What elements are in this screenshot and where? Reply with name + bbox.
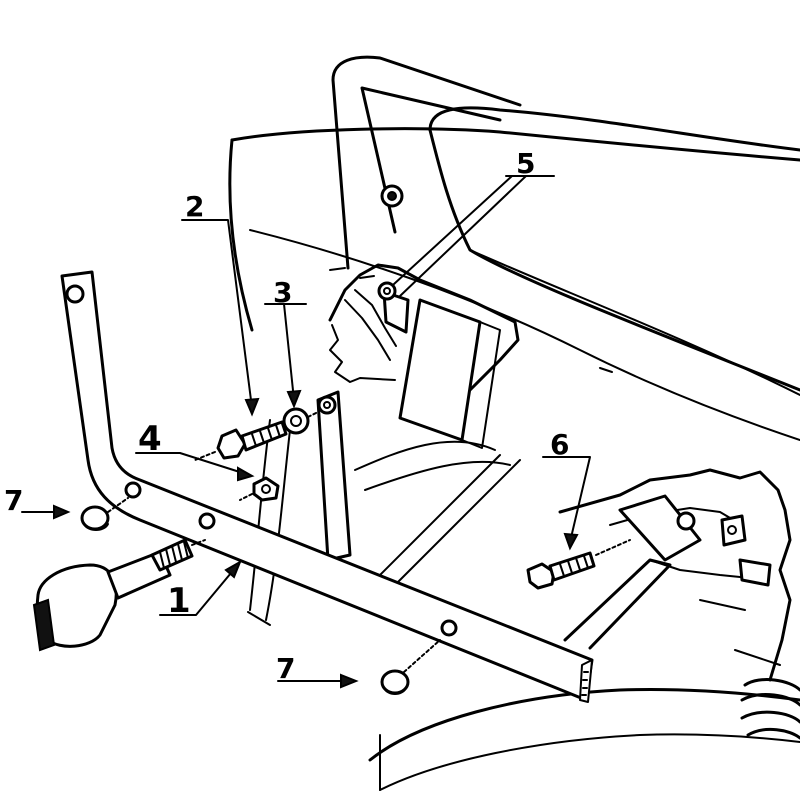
- grab-rail: [331, 55, 522, 270]
- callout-1: 1: [167, 581, 191, 621]
- cap-part-7-bottom: [380, 639, 441, 695]
- cross-bar: [563, 558, 672, 650]
- frame-hole-3: [440, 619, 458, 637]
- turn-signal: [32, 538, 206, 652]
- callout-7-bottom: 7: [276, 652, 295, 685]
- callout-4: 4: [138, 419, 162, 459]
- rear-nut: [720, 514, 747, 547]
- mount-bolt-5: [377, 281, 397, 301]
- leader-lines: [21, 175, 591, 689]
- strut-hole: [317, 395, 337, 415]
- carrier-frame-part-1: [60, 270, 594, 703]
- callout-6: 6: [550, 428, 569, 461]
- fender-interior: [247, 419, 521, 626]
- rear-wheel: [368, 688, 800, 791]
- frame-hole-top: [65, 284, 85, 304]
- shock-spring: [740, 678, 800, 740]
- callout-2: 2: [185, 190, 204, 223]
- bolt-part-6: [526, 539, 631, 590]
- callout-7-left: 7: [4, 484, 23, 517]
- frame-hole-2: [198, 512, 216, 530]
- callout-3: 3: [273, 276, 292, 309]
- cutaway-upper-frame: [328, 263, 520, 392]
- cutaway-rear-frame: [558, 468, 792, 682]
- washer-part-3: [282, 407, 319, 435]
- seat: [428, 106, 800, 396]
- callout-5: 5: [516, 147, 535, 180]
- nut-part-4: [239, 476, 280, 502]
- frame-hole-1: [124, 481, 142, 499]
- rear-mount-hole: [676, 511, 696, 531]
- vertical-strut: [316, 390, 352, 562]
- cap-part-7-left: [80, 497, 129, 531]
- seat-cowl: [228, 127, 800, 441]
- bolt-part-2: [194, 420, 288, 461]
